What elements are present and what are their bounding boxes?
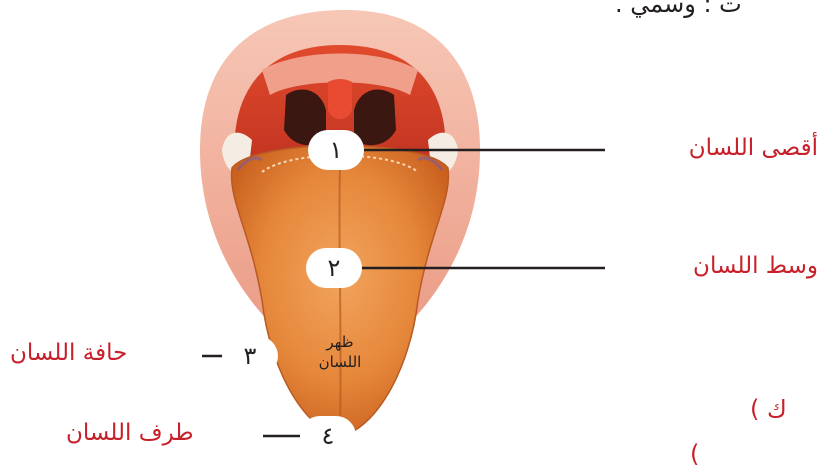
label-dorsum: ظهر اللسان [300, 332, 380, 372]
side-text-fragment-2: ) [690, 440, 699, 468]
median-groove [339, 165, 340, 432]
uvula [328, 79, 352, 119]
label-tongue-back: أقصى اللسان [689, 135, 818, 161]
marker-3: ٣ [222, 336, 278, 376]
label-tongue-edge: حافة اللسان [10, 340, 127, 366]
marker-4: ٤ [300, 416, 356, 456]
mouth-tongue-illustration [0, 0, 820, 455]
label-dorsum-line1: ظهر [300, 332, 380, 352]
label-dorsum-line2: اللسان [300, 352, 380, 372]
label-tongue-middle: وسط اللسان [693, 253, 818, 279]
marker-1: ١ [308, 130, 364, 170]
top-text-fragment: ت : وسمي . [615, 0, 742, 18]
marker-2: ٢ [306, 248, 362, 288]
label-tongue-tip: طرف اللسان [66, 420, 194, 446]
side-text-fragment-1: ك ) [750, 395, 787, 423]
